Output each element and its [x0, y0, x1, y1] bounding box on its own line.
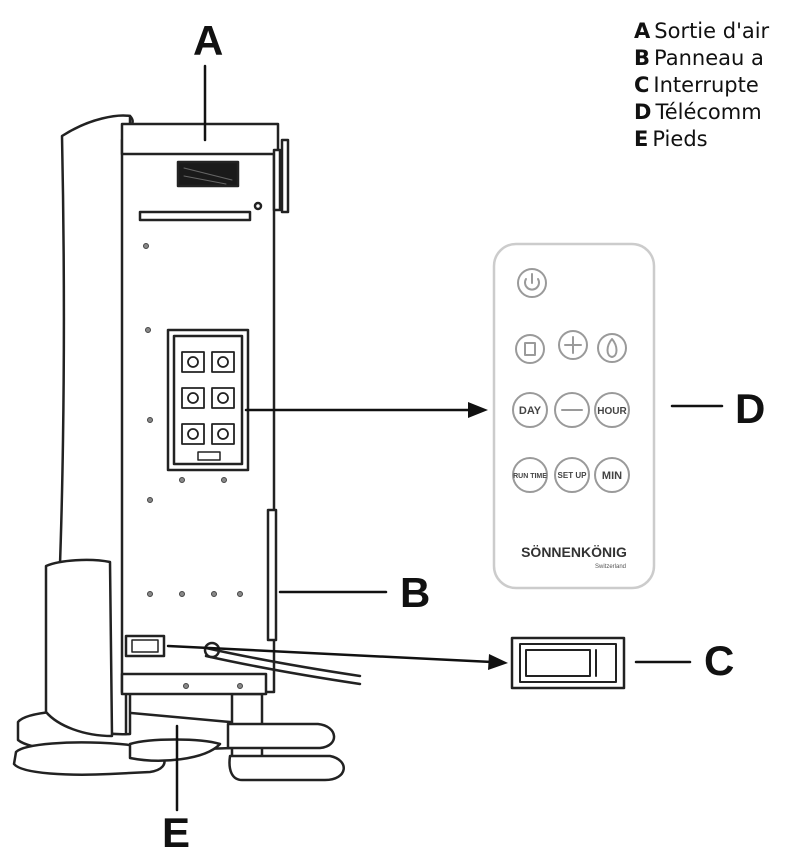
legend-text: Interrupte	[653, 73, 759, 97]
feet	[12, 692, 345, 782]
bottom-plate	[120, 672, 268, 696]
lower-front-panel	[44, 558, 114, 738]
legend-text: Panneau a	[654, 46, 764, 70]
hour-button	[594, 392, 630, 428]
leader-c-arrow	[166, 644, 494, 664]
remote-buttons	[512, 268, 630, 493]
arrowhead-c	[488, 654, 508, 670]
callout-b: B	[400, 569, 431, 616]
legend-letter: B	[634, 46, 651, 70]
callout-e: E	[162, 809, 191, 856]
legend-text: Pieds	[652, 127, 708, 151]
rear-handle	[272, 148, 282, 212]
remote-min-label: MIN	[602, 470, 622, 482]
legend-letter: C	[634, 73, 650, 97]
callout-d: D	[735, 385, 766, 432]
timer-icon	[515, 334, 545, 364]
panel-display	[197, 451, 221, 461]
legend-letter: D	[634, 100, 652, 124]
remote-day-label: DAY	[519, 405, 542, 417]
top-slot	[138, 210, 252, 222]
remote-hour-label: HOUR	[597, 406, 627, 417]
side-strip	[266, 508, 278, 642]
callout-c: C	[704, 637, 735, 684]
remote-sub-brand: Switzerland	[595, 564, 626, 570]
set-up-button	[554, 457, 590, 493]
screws	[143, 243, 243, 689]
air-outlet	[176, 160, 240, 188]
flame-icon	[597, 333, 627, 363]
power-cord	[204, 646, 362, 678]
run-time-button	[512, 457, 548, 493]
legend-letter: E	[634, 127, 649, 151]
callout-a: A	[193, 17, 224, 64]
day-button	[512, 392, 548, 428]
arrowhead-d	[468, 402, 488, 418]
legend-letter: A	[634, 19, 651, 43]
legend-text: Télécomm	[655, 100, 762, 124]
min-button	[594, 457, 630, 493]
remote-set-up-label: SET UP	[558, 471, 588, 480]
top-cap	[120, 122, 280, 156]
legend-text: Sortie d'air	[654, 19, 770, 43]
panel-buttons	[181, 351, 235, 445]
remote-run-time-label: RUN TIME	[513, 473, 547, 480]
remote-brand: SÖNNENKÖNIG	[521, 544, 627, 560]
